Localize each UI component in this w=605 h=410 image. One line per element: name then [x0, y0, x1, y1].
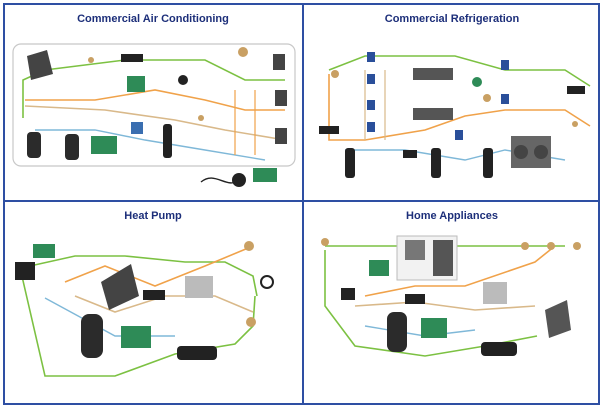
pipe-suction-line: [24, 105, 286, 141]
solenoid-valve-3: [367, 100, 375, 110]
heat-pump-diagram: [15, 241, 274, 377]
pipe-suction-line: [354, 301, 536, 311]
solenoid-valve-6: [501, 94, 509, 104]
pipe-liquid-line: [328, 55, 591, 87]
commercial-ac-diagram: [12, 43, 296, 187]
expansion-valve-2: [547, 242, 555, 250]
pipe-injection-line: [364, 325, 476, 337]
control-board: [369, 260, 389, 276]
sensor-cable: [200, 177, 240, 184]
reversing-valve: [483, 282, 507, 304]
receiver: [163, 124, 172, 158]
control-board-3: [253, 168, 277, 182]
filter-drier: [403, 150, 417, 158]
filter-drier: [143, 290, 165, 300]
compressor: [81, 314, 103, 358]
expansion-valve-1: [521, 242, 529, 250]
reversing-valve: [185, 276, 213, 298]
expansion-valve-1: [244, 241, 254, 251]
compressor-1: [27, 132, 41, 158]
pipe-liquid-line: [20, 255, 258, 297]
control-board: [91, 136, 117, 154]
pipe-discharge-line: [25, 89, 285, 111]
pipe-riser: [364, 70, 386, 140]
condenser-fan-2: [534, 145, 548, 159]
display-panel: [433, 240, 453, 276]
compressor-2: [65, 134, 79, 160]
solenoid-valve-1: [367, 52, 375, 62]
hand-valve: [331, 70, 339, 78]
solenoid-valve: [178, 75, 188, 85]
evaporator: [545, 300, 571, 338]
pressure-switch: [238, 47, 248, 57]
unit-outline: [12, 43, 296, 167]
pipe-return-line: [20, 271, 256, 377]
pipe-discharge-line: [64, 245, 254, 287]
evaporator-1: [413, 68, 453, 80]
pipe-discharge-line: [364, 245, 556, 297]
solenoid-valve-2: [367, 74, 375, 84]
home-appliances-diagram: [321, 235, 581, 357]
heat-exchanger: [101, 264, 139, 310]
coil-module-3: [275, 128, 287, 144]
panel-title-home-appliances: Home Appliances: [406, 210, 498, 222]
expansion-valve-3: [573, 242, 581, 250]
condenser-fan-1: [514, 145, 528, 159]
horizontal-divider: [3, 200, 600, 202]
solenoid-valve-4: [367, 122, 375, 132]
oil-separator: [319, 126, 339, 134]
panel-title-commercial-refrigeration: Commercial Refrigeration: [384, 13, 520, 25]
pipe-discharge-line: [328, 74, 591, 141]
solenoid-valve: [15, 262, 35, 280]
coil-module-2: [275, 90, 287, 106]
compressor: [387, 312, 407, 352]
accumulator: [567, 86, 585, 94]
commercial-refrigeration-diagram: [319, 52, 591, 178]
hand-valve: [321, 238, 329, 246]
pressure-control: [472, 77, 482, 87]
pipe-return-line: [35, 129, 266, 161]
filter-drier: [405, 294, 425, 304]
expansion-valve: [88, 57, 94, 63]
accumulator: [481, 342, 517, 356]
evaporator-2: [413, 108, 453, 120]
check-valve: [198, 115, 204, 121]
inverter-board: [121, 326, 151, 348]
solenoid-valve-5: [501, 60, 509, 70]
control-board: [33, 244, 55, 258]
filter-drier: [121, 54, 143, 62]
expansion-valve-2: [246, 317, 256, 327]
solenoid-valve-7: [455, 130, 463, 140]
heat-exchanger: [27, 50, 53, 80]
solenoid-valve: [341, 288, 355, 300]
coil-module-1: [273, 54, 285, 70]
pipe-riser: [234, 90, 256, 155]
inverter-board: [421, 318, 447, 338]
pipe-injection-line: [44, 297, 175, 337]
outer-frame: [3, 3, 600, 405]
panel-title-commercial-ac: Commercial Air Conditioning: [77, 13, 229, 25]
sensor: [260, 275, 274, 289]
receiver-2: [431, 148, 441, 178]
check-valve: [572, 121, 578, 127]
control-board-2: [127, 76, 145, 92]
receiver-1: [345, 148, 355, 178]
panel-title-heat-pump: Heat Pump: [124, 210, 182, 222]
receiver-3: [483, 148, 493, 178]
vertical-divider: [302, 3, 304, 405]
expansion-valve: [483, 94, 491, 102]
hand-valve: [131, 122, 143, 134]
control-module: [405, 240, 425, 260]
accumulator: [177, 346, 217, 360]
